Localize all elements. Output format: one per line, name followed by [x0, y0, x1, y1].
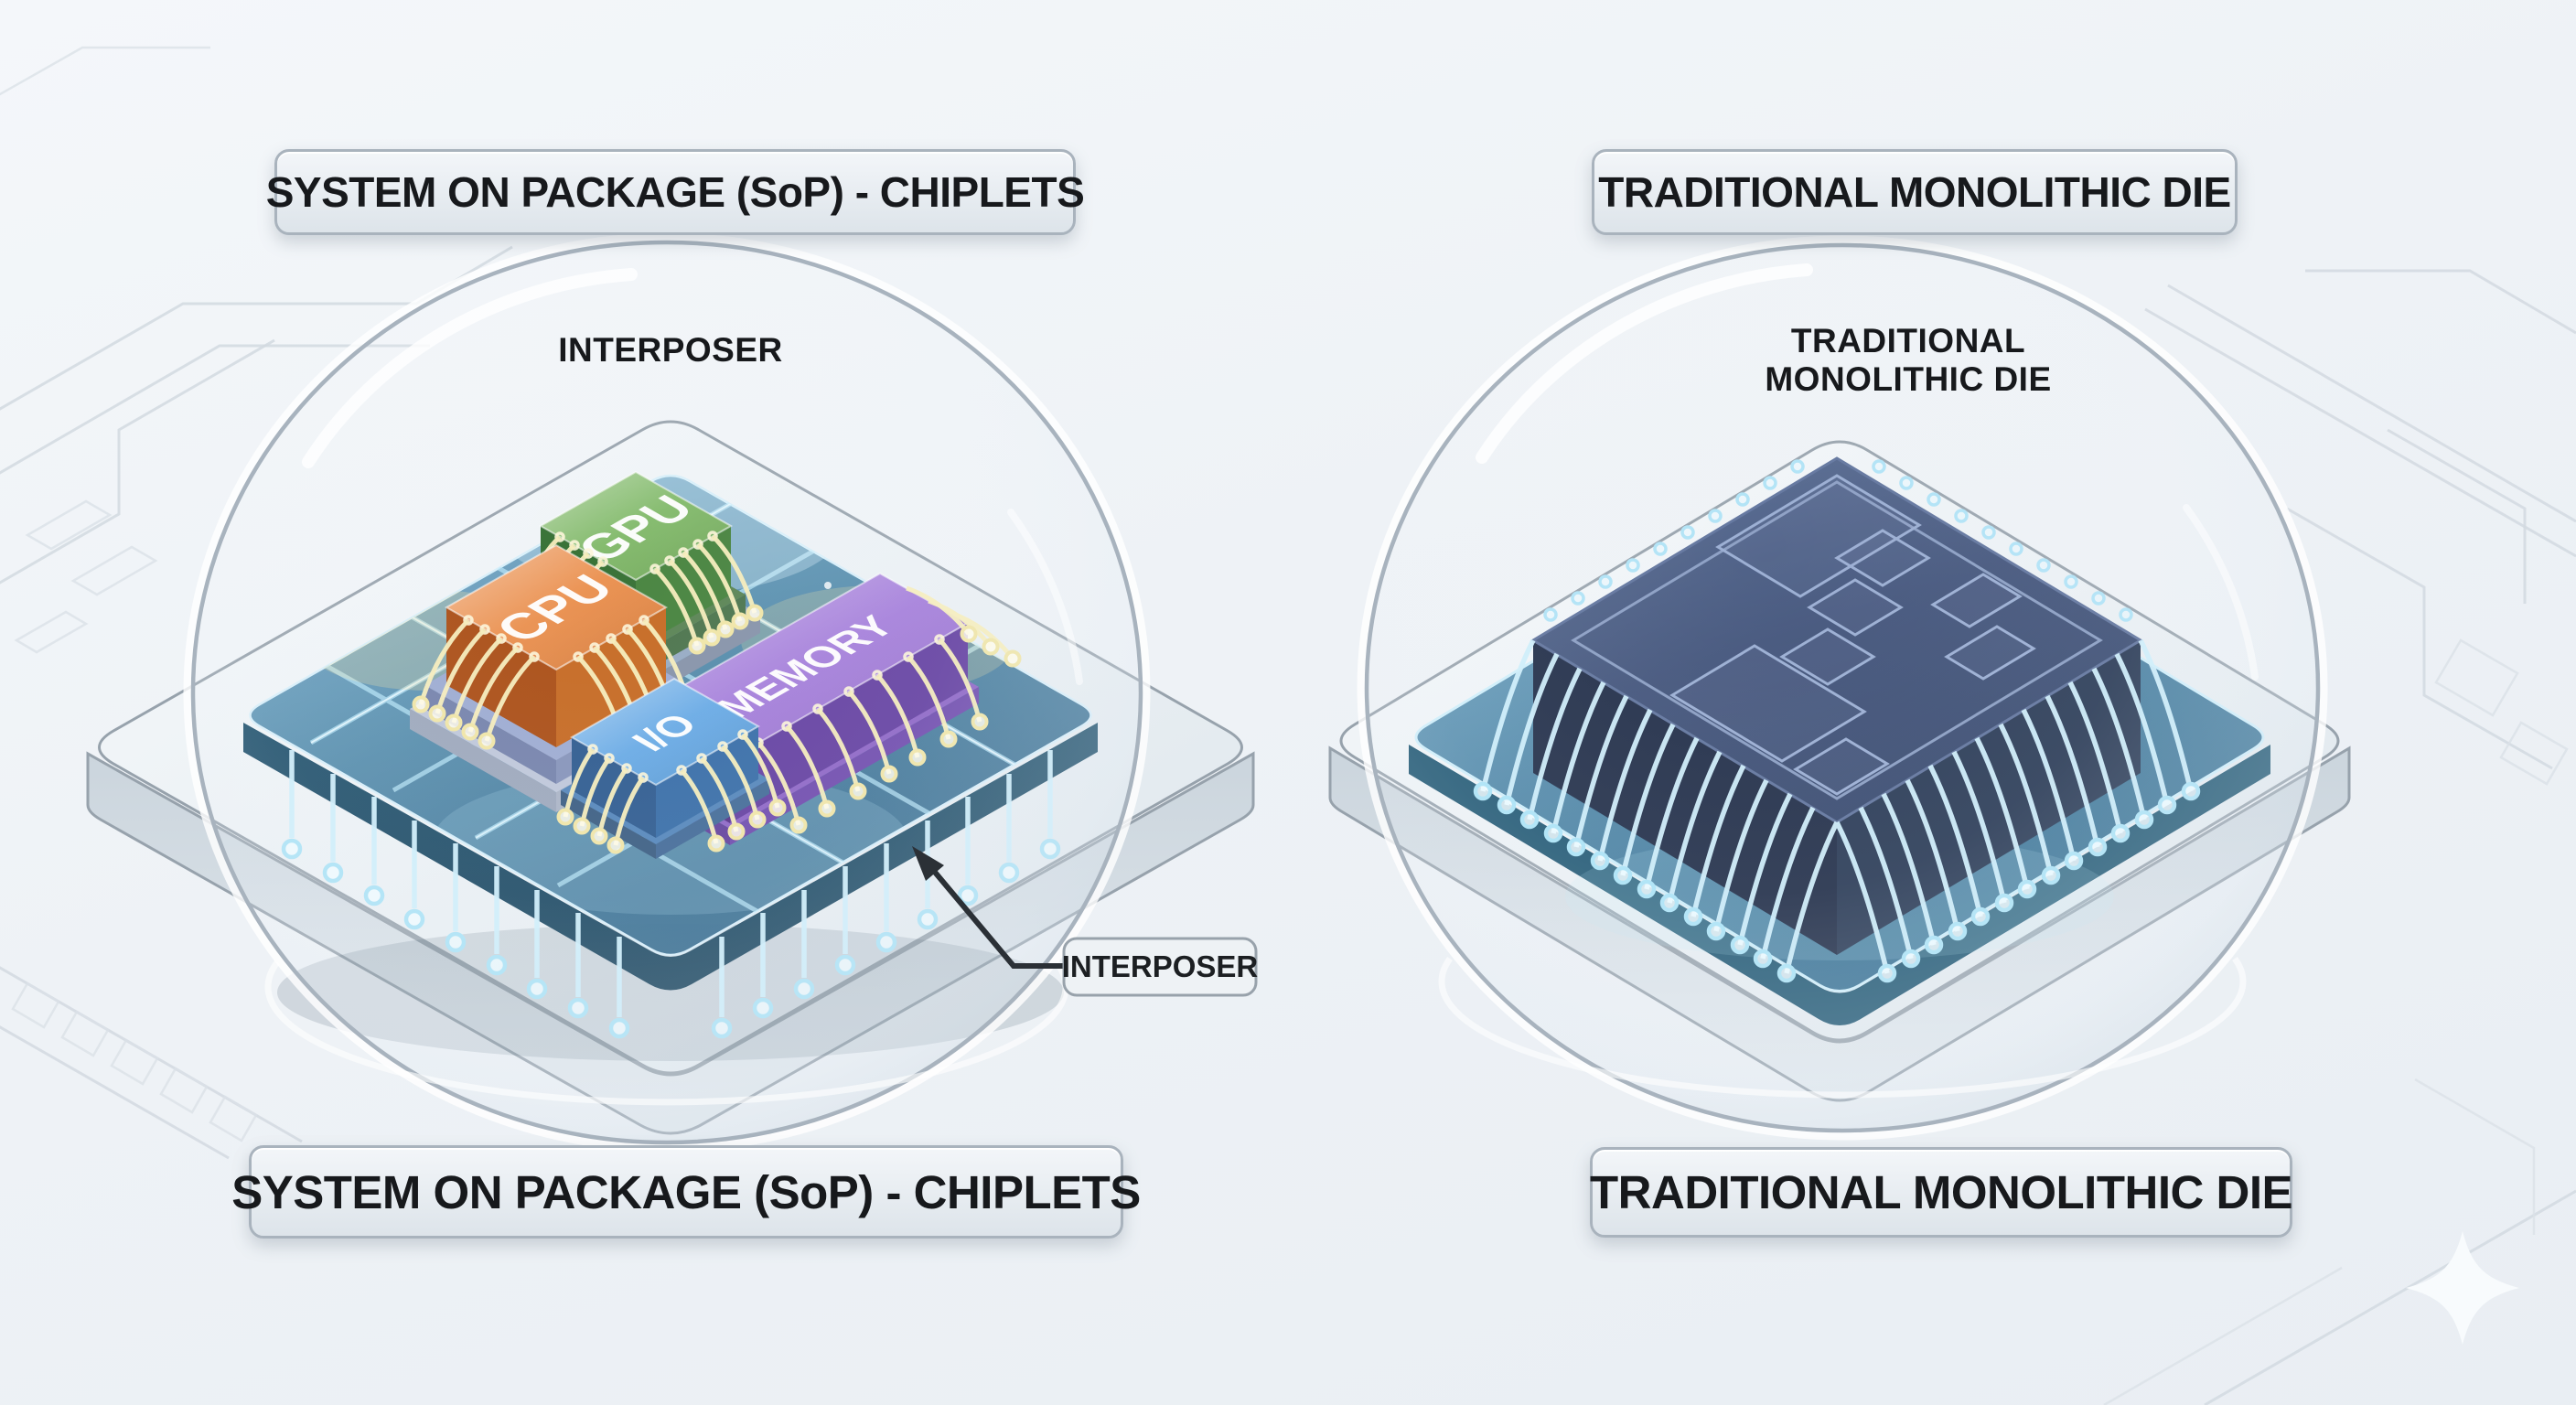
- callout-arrowhead-icon: [912, 846, 944, 881]
- sop-illustration: GPU CPU: [86, 232, 1259, 1153]
- monolithic-dome-label-line2: MONOLITHIC DIE: [1765, 360, 2051, 398]
- interposer-callout-label: INTERPOSER: [1062, 949, 1259, 983]
- sop-title-box: SYSTEM ON PACKAGE (SoP) - CHIPLETS: [266, 149, 1085, 235]
- interposer-callout: INTERPOSER: [912, 846, 1259, 997]
- glass-dome-left: [183, 232, 1151, 1153]
- monolithic-illustration: TRADITIONAL MONOLITHIC DIE: [1328, 235, 2351, 1141]
- monolithic-title-text: TRADITIONAL MONOLITHIC DIE: [1598, 168, 2231, 216]
- monolithic-title-box: TRADITIONAL MONOLITHIC DIE: [1592, 149, 2238, 235]
- monolithic-caption-box: TRADITIONAL MONOLITHIC DIE: [1590, 1147, 2293, 1238]
- glass-dome-right: [1357, 235, 2328, 1141]
- monolithic-caption-text: TRADITIONAL MONOLITHIC DIE: [1590, 1166, 2293, 1218]
- sop-caption-text: SYSTEM ON PACKAGE (SoP) - CHIPLETS: [231, 1165, 1141, 1218]
- interposer-dome-label: INTERPOSER: [558, 331, 783, 369]
- sparkle-icon: [2406, 1231, 2519, 1345]
- monolithic-dome-label-line1: TRADITIONAL: [1791, 322, 2025, 359]
- sop-title-text: SYSTEM ON PACKAGE (SoP) - CHIPLETS: [265, 168, 1085, 216]
- sop-caption-box: SYSTEM ON PACKAGE (SoP) - CHIPLETS: [231, 1145, 1141, 1239]
